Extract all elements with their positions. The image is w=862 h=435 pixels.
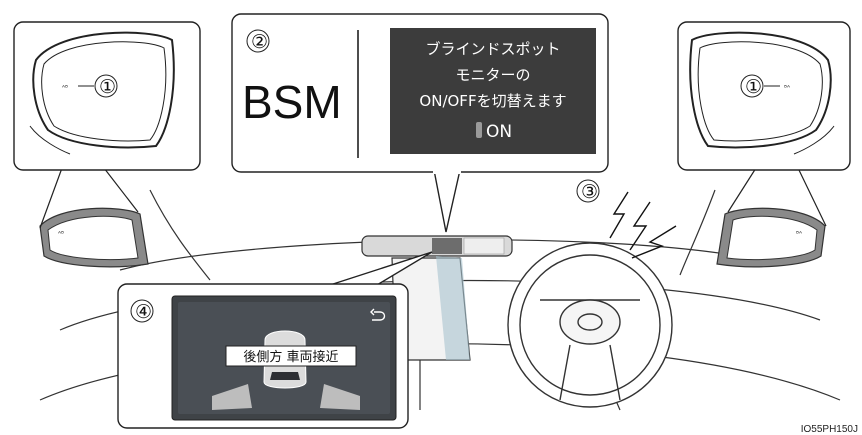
callout-box-left-mirror: ᴬᴮ ① [13, 21, 201, 229]
screen-state-on: ON [486, 122, 512, 142]
alert-label-box [225, 345, 357, 367]
dashboard-display [361, 235, 513, 257]
callout-number-4: ④ [135, 301, 152, 323]
left-zone-indicator [212, 384, 252, 410]
mirror-indicator-icon-right: ᴮᴬ [784, 84, 790, 92]
steering-wheel [507, 242, 673, 408]
settings-screen [390, 28, 596, 154]
callout-number-1: ① [99, 76, 116, 98]
right-zone-indicator [320, 384, 360, 410]
left-exterior-mirror: ᴬᴮ [39, 207, 149, 268]
callout-box-bsm-switch: ② BSM ブラインドスポット モニターの ON/OFFを切替えます ON [231, 13, 609, 233]
callout-3: ③ [576, 179, 600, 203]
buzzer-lightning-icon [609, 191, 677, 259]
callout-box-right-mirror: ① ᴮᴬ [677, 21, 851, 227]
left-mirror-indicator-icon: ᴬᴮ [58, 230, 64, 238]
callout-number-3: ③ [581, 181, 598, 203]
screen-line-3: ON/OFFを切替えます [419, 92, 566, 110]
on-indicator-icon [476, 122, 482, 138]
figure-code: IO55PH150J [801, 424, 858, 435]
mirror-indicator-icon: ᴬᴮ [62, 84, 68, 92]
callout-box-warning-display: ④ 後側方 車両接近 [117, 251, 433, 429]
alert-text: 後側方 車両接近 [243, 349, 338, 365]
right-mirror-indicator-icon: ᴮᴬ [796, 230, 802, 238]
callout-number-2: ② [251, 31, 268, 53]
screen-line-1: ブラインドスポット [425, 40, 560, 58]
callout-number-1-right: ① [745, 76, 762, 98]
screen-line-2: モニターの [455, 66, 530, 84]
back-arrow-icon[interactable] [370, 308, 386, 321]
bsm-label: BSM [242, 76, 342, 128]
right-exterior-mirror: ᴮᴬ [716, 207, 826, 268]
